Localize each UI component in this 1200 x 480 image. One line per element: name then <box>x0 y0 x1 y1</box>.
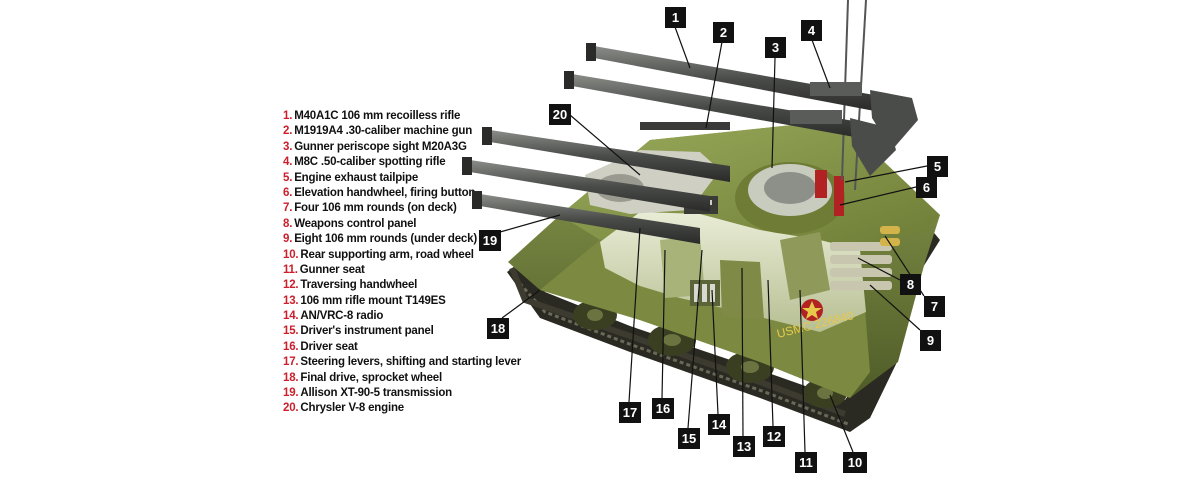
legend-item: 13.106 mm rifle mount T149ES <box>283 294 446 307</box>
callout-2: 2 <box>713 22 734 43</box>
legend-item: 8.Weapons control panel <box>283 217 417 230</box>
callout-5: 5 <box>927 156 948 177</box>
track-assembly <box>507 262 898 432</box>
callout-17: 17 <box>619 402 641 423</box>
legend-item: 10.Rear supporting arm, road wheel <box>283 248 474 261</box>
leader-lines <box>499 26 928 453</box>
callout-16: 16 <box>652 398 674 419</box>
legend-item: 17.Steering levers, shifting and startin… <box>283 356 522 369</box>
callout-8: 8 <box>900 274 921 295</box>
legend-item: 5.Engine exhaust tailpipe <box>283 171 419 184</box>
callout-19: 19 <box>479 230 501 251</box>
callout-1: 1 <box>665 7 686 28</box>
legend-item: 4.M8C .50-caliber spotting rifle <box>283 156 446 169</box>
parts-legend: 1.M40A1C 106 mm recoilless rifle 2.M1919… <box>283 109 543 417</box>
callout-7: 7 <box>924 296 945 317</box>
callout-9: 9 <box>920 330 941 351</box>
legend-item: 18.Final drive, sprocket wheel <box>283 371 442 384</box>
legend-item: 1.M40A1C 106 mm recoilless rifle <box>283 110 461 122</box>
callout-3: 3 <box>765 37 786 58</box>
legend-item: 2.M1919A4 .30-caliber machine gun <box>283 125 473 138</box>
callout-13: 13 <box>733 436 755 457</box>
callout-6: 6 <box>916 177 937 198</box>
legend-item: 20.Chrysler V-8 engine <box>283 402 404 415</box>
legend-item: 15.Driver's instrument panel <box>283 325 434 338</box>
legend-item: 14.AN/VRC-8 radio <box>283 310 384 323</box>
roundel-star <box>802 301 822 319</box>
legend-item: 3.Gunner periscope sight M20A3G <box>283 140 467 153</box>
callout-18: 18 <box>487 318 509 339</box>
legend-item: 9.Eight 106 mm rounds (under deck) <box>283 233 477 246</box>
legend-item: 16.Driver seat <box>283 340 358 353</box>
callout-10: 10 <box>843 452 867 473</box>
rifle-barrels <box>462 43 918 244</box>
legend-item: 11.Gunner seat <box>283 263 365 276</box>
legend-item: 6.Elevation handwheel, firing button <box>283 186 476 199</box>
callout-20: 20 <box>549 104 571 125</box>
callout-12: 12 <box>763 426 785 447</box>
callout-4: 4 <box>801 20 822 41</box>
callout-15: 15 <box>678 428 700 449</box>
legend-item: 7.Four 106 mm rounds (on deck) <box>283 202 457 215</box>
callout-14: 14 <box>708 414 730 435</box>
legend-item: 19.Allison XT-90-5 transmission <box>283 387 453 400</box>
callout-11: 11 <box>795 452 817 473</box>
legend-item: 12.Traversing handwheel <box>283 279 418 292</box>
